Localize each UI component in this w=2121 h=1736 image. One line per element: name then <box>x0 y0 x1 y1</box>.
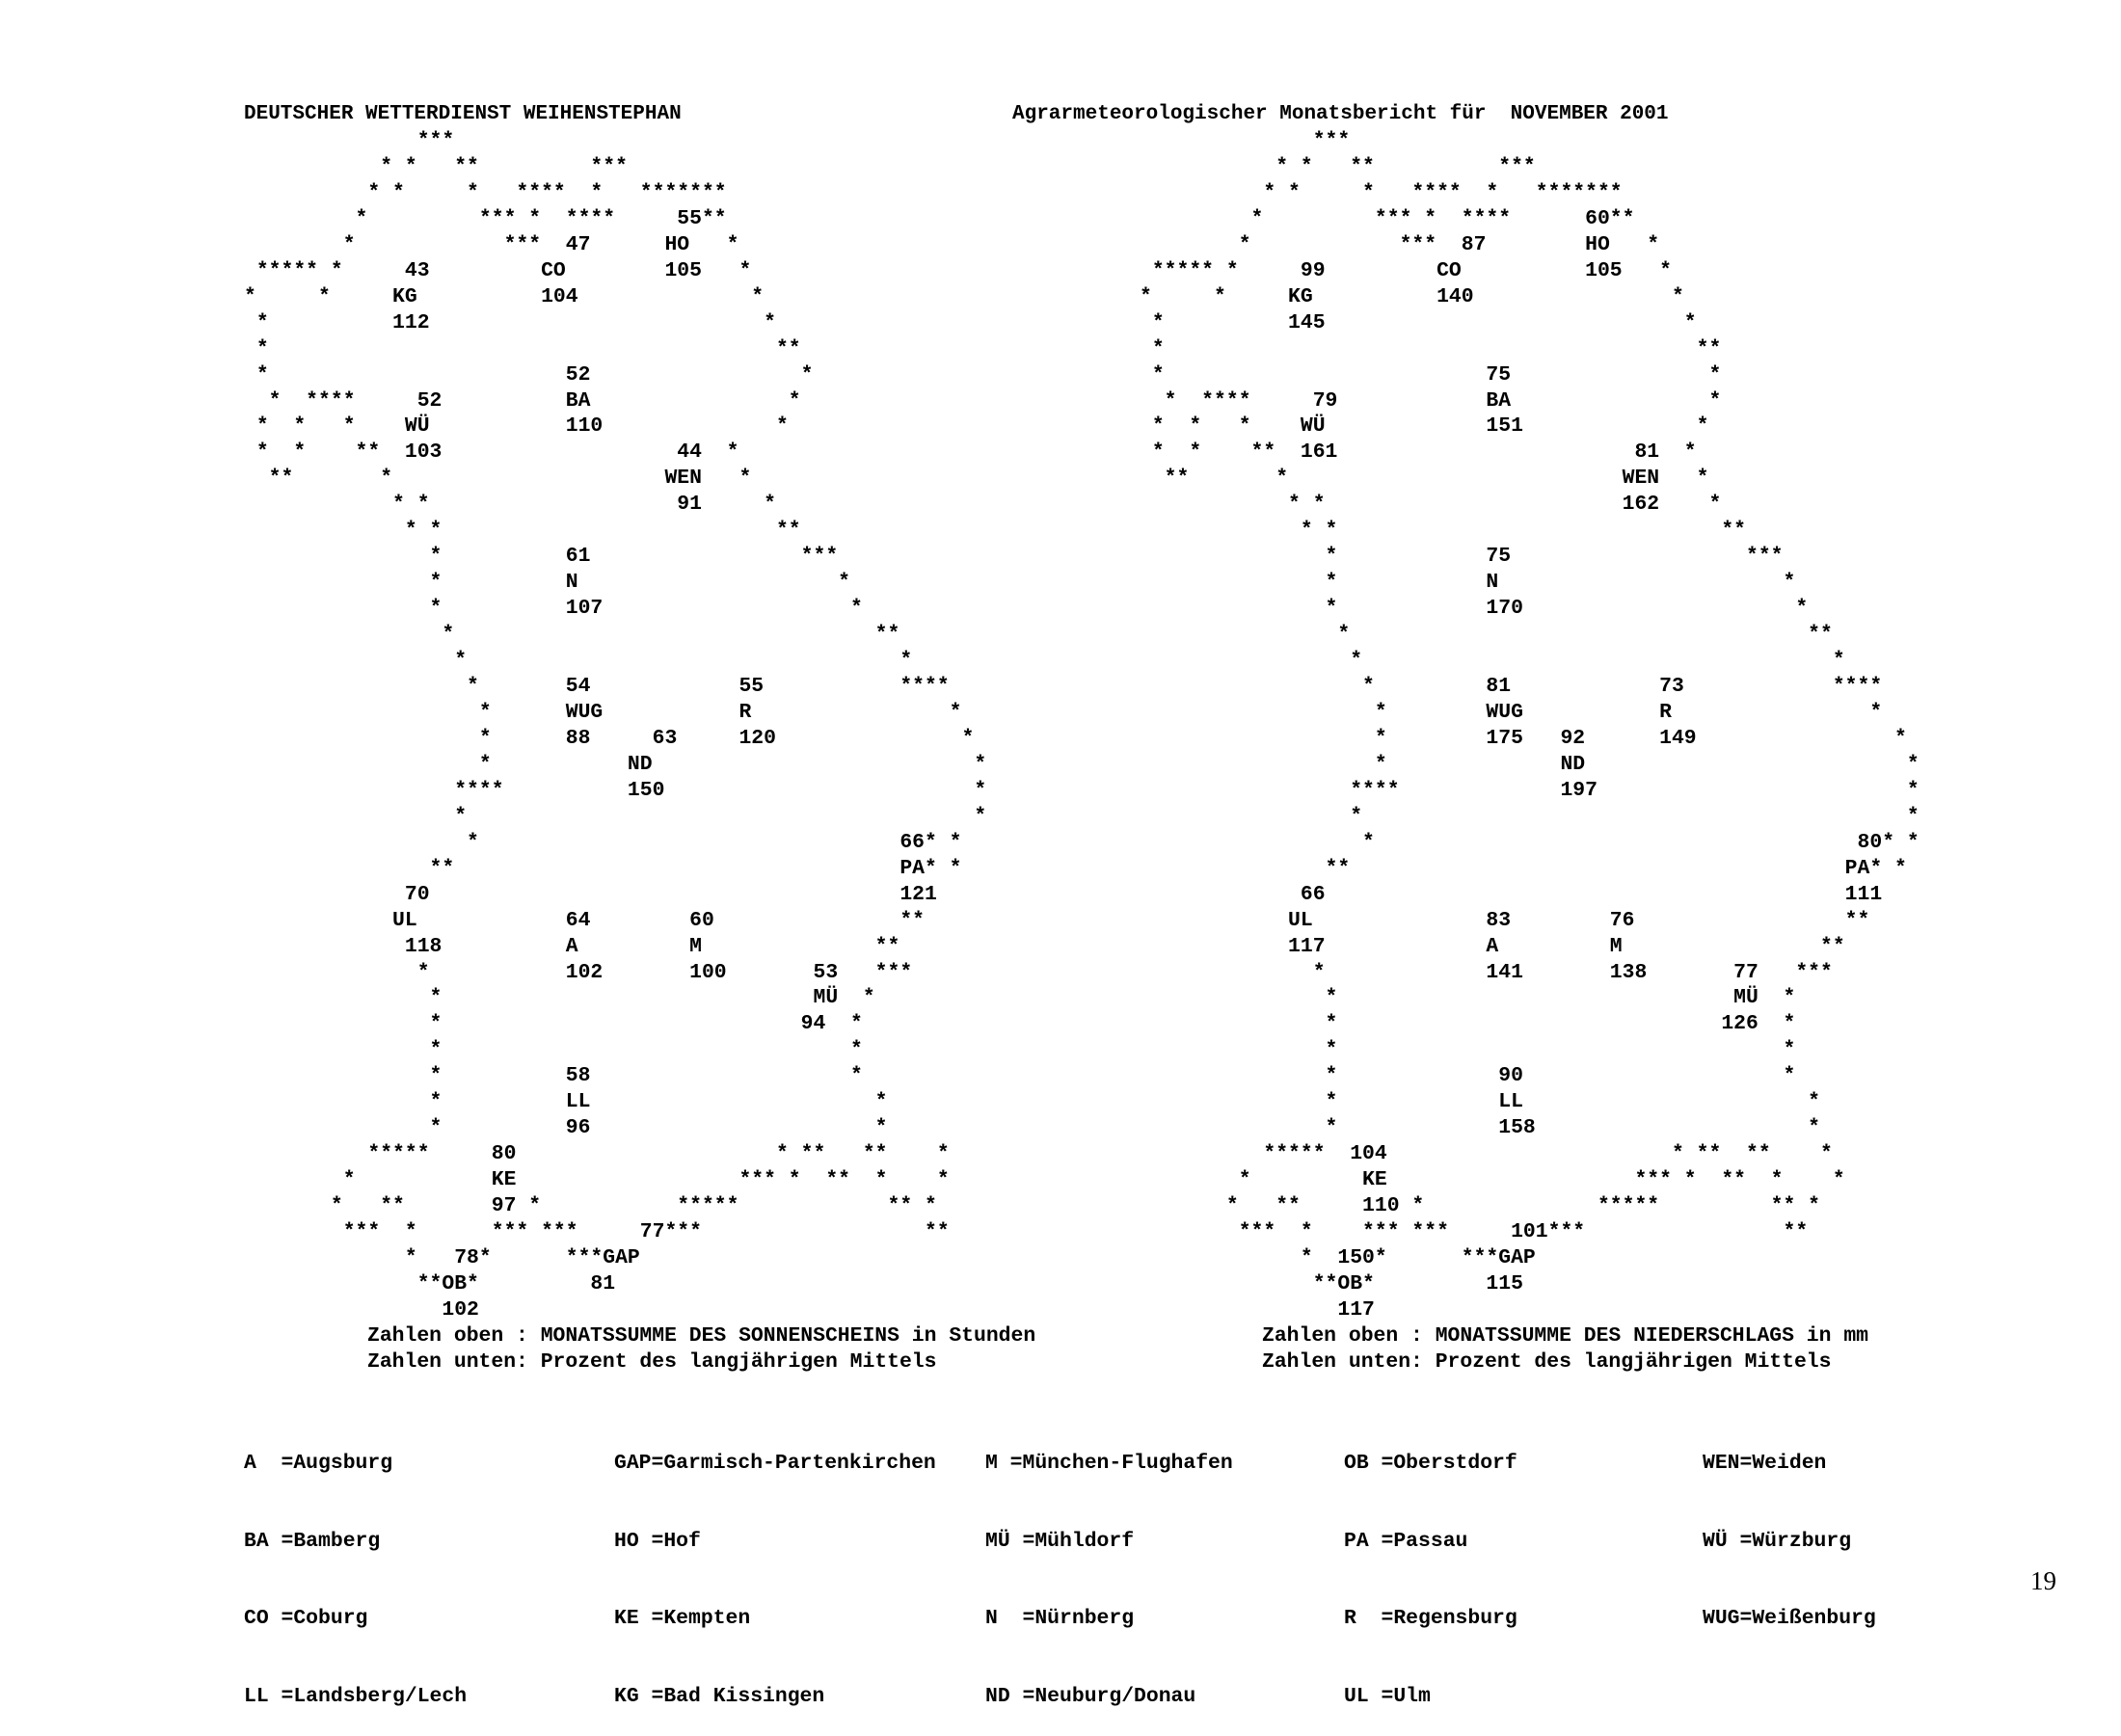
legend-entry: OB =Oberstdorf <box>1344 1451 1517 1475</box>
sunshine-caption-top: Zahlen oben : MONATSSUMME DES SONNENSCHE… <box>367 1324 1036 1348</box>
legend-column-1: A =Augsburg BA =Bamberg CO =Coburg LL =L… <box>244 1399 467 1736</box>
precip-caption-top: Zahlen oben : MONATSSUMME DES NIEDERSCHL… <box>1262 1324 1868 1348</box>
legend-column-2: GAP=Garmisch-Partenkirchen HO =Hof KE =K… <box>614 1399 936 1736</box>
legend-entry: CO =Coburg <box>244 1607 368 1631</box>
sunshine-caption-bottom: Zahlen unten: Prozent des langjährigen M… <box>367 1350 937 1374</box>
legend-entry: ND =Neuburg/Donau <box>985 1684 1196 1708</box>
precip-caption-bottom: Zahlen unten: Prozent des langjährigen M… <box>1262 1350 1832 1374</box>
legend-entry: BA =Bamberg <box>244 1529 381 1553</box>
legend-column-3: M =München-Flughafen MÜ =Mühldorf N =Nür… <box>985 1399 1233 1736</box>
legend-entry: LL =Landsberg/Lech <box>244 1684 468 1708</box>
header-right: Agrarmeteorologischer Monatsbericht für … <box>1012 103 1669 125</box>
legend-entry: HO =Hof <box>614 1529 701 1553</box>
legend-entry: WUG=Weißenburg <box>1703 1607 1876 1631</box>
legend-entry: R =Regensburg <box>1344 1607 1517 1631</box>
legend-entry: MÜ =Mühldorf <box>985 1529 1135 1553</box>
header-left: DEUTSCHER WETTERDIENST WEIHENSTEPHAN <box>244 103 682 125</box>
page-number: 19 <box>2030 1566 2056 1595</box>
legend-column-5: WEN=Weiden WÜ =Würzburg WUG=Weißenburg <box>1703 1399 1876 1658</box>
legend-entry: N =Nürnberg <box>985 1607 1135 1631</box>
legend-entry: A =Augsburg <box>244 1451 393 1475</box>
legend-entry: KE =Kempten <box>614 1607 751 1631</box>
sunshine-map: *** * * ** *** * * * **** * ******* * **… <box>244 129 987 1322</box>
legend-entry: KG =Bad Kissingen <box>614 1684 825 1708</box>
legend-entry: M =München-Flughafen <box>985 1451 1233 1475</box>
legend-column-4: OB =Oberstdorf PA =Passau R =Regensburg … <box>1344 1399 1517 1736</box>
legend-entry: GAP=Garmisch-Partenkirchen <box>614 1451 936 1475</box>
precipitation-map: *** * * ** *** * * * **** * ******* * **… <box>1140 129 1920 1322</box>
legend-entry: PA =Passau <box>1344 1529 1468 1553</box>
legend-entry: WÜ =Würzburg <box>1703 1529 1852 1553</box>
legend-entry: UL =Ulm <box>1344 1684 1431 1708</box>
legend-entry: WEN=Weiden <box>1703 1451 1827 1475</box>
